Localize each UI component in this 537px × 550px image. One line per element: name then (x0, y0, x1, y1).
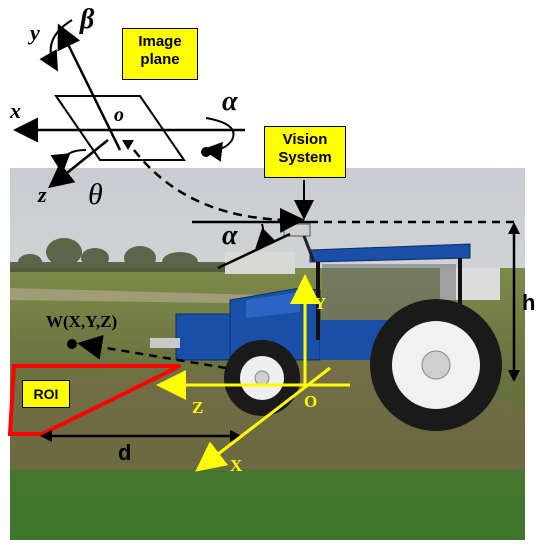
world-y-label: Y (314, 294, 327, 313)
world-point-label: W(X,Y,Z) (46, 312, 118, 331)
alpha-label-camera: α (222, 220, 238, 251)
y-axis-arrow (57, 23, 122, 151)
world-point-marker (67, 339, 77, 349)
tree-line (10, 238, 240, 272)
vision-system-label-line1: Vision (282, 131, 328, 148)
z-axis-label: z (38, 182, 47, 207)
vision-system-label-line2: System (278, 149, 332, 166)
image-plane-shape (54, 95, 186, 161)
vision-system-label-box: Vision System (264, 126, 346, 178)
theta-label: θ (88, 178, 103, 211)
distance-label: d (118, 440, 132, 465)
theta-rotation-arrow (50, 149, 87, 174)
beta-label: β (80, 4, 95, 35)
height-label: h (522, 290, 536, 315)
world-origin-label: O (304, 392, 318, 411)
ground-geometry (7, 334, 242, 442)
alpha-label-top: α (222, 86, 238, 117)
alpha-rotation-arrow (202, 117, 235, 162)
origin-label: o (114, 104, 124, 126)
camera-tilt-line (217, 232, 291, 270)
world-x-label: X (230, 456, 243, 475)
beta-rotation-arrow (39, 19, 73, 72)
tractor (150, 223, 502, 431)
world-axes (156, 274, 350, 472)
x-axis-label: x (10, 98, 21, 123)
image-plane-label-line2: plane (140, 51, 180, 68)
image-plane-label-box: Image plane (122, 28, 198, 80)
projection-dashed-arrow (133, 149, 305, 233)
roi-label: ROI (22, 380, 70, 408)
z-axis-arrow (48, 139, 109, 189)
background-building (225, 252, 295, 274)
y-axis-label: y (30, 20, 40, 45)
camera-geometry (192, 220, 520, 382)
world-x-axis (195, 366, 331, 472)
roi-outline (7, 364, 181, 436)
image-plane-label-line1: Image (138, 33, 182, 50)
world-z-label: Z (192, 398, 204, 417)
image-plane-diagram (13, 19, 314, 233)
